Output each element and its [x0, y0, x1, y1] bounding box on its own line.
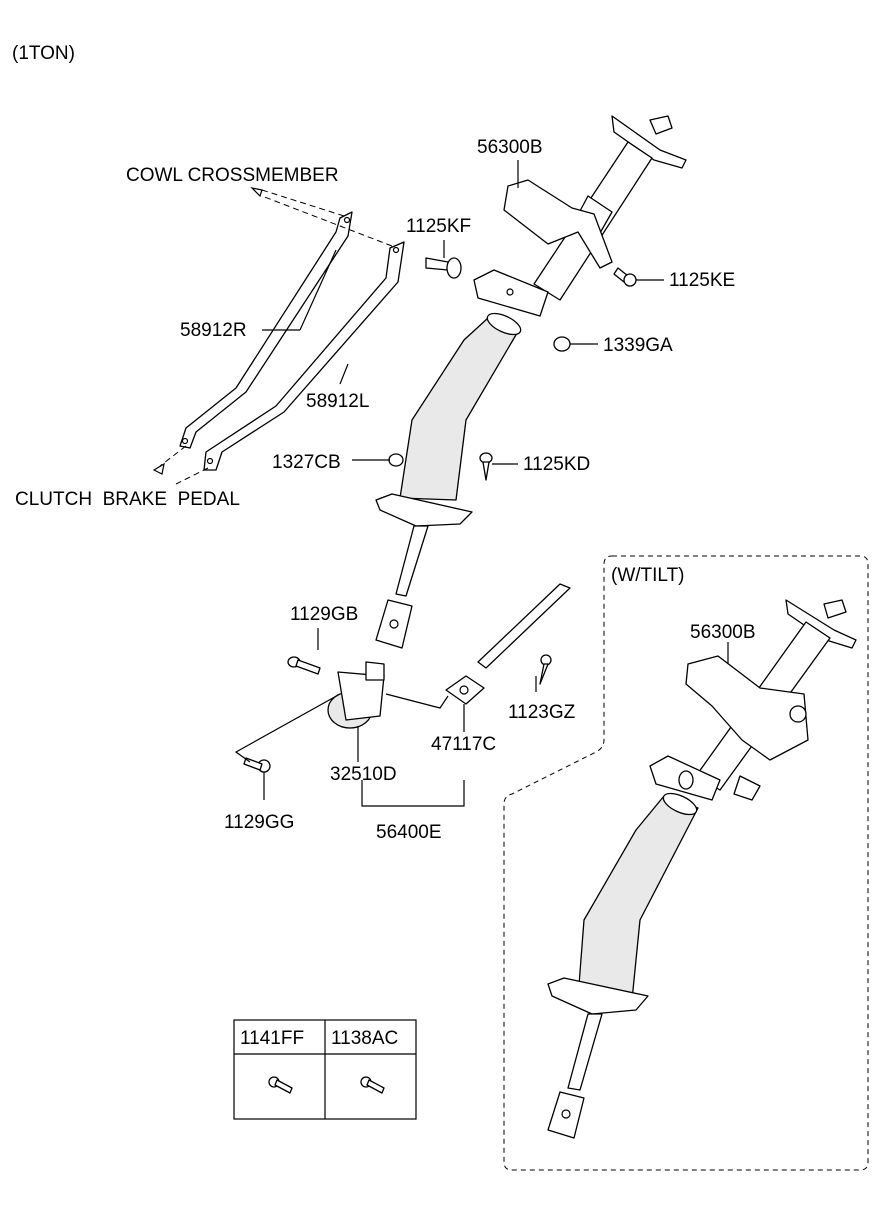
- tilt-inset-border: [503, 555, 869, 1171]
- part-58912L-label: 58912L: [306, 391, 369, 412]
- bolt-1129GB: [287, 656, 321, 675]
- intermediate-shaft-drawing: [327, 583, 571, 729]
- part-58912R-label: 58912R: [180, 320, 247, 341]
- bracket-58912R-drawing: [179, 211, 353, 449]
- part-56400E-label: 56400E: [376, 822, 442, 843]
- leaders: [262, 160, 664, 807]
- 1129GG-dashed-lead: [234, 693, 341, 763]
- bracket-58912L-drawing: [203, 241, 405, 471]
- part-1327CB-label: 1327CB: [272, 452, 341, 473]
- part-1339GA-label: 1339GA: [603, 335, 673, 356]
- part-1129GG-label: 1129GG: [224, 812, 294, 833]
- part-1129GB-label: 1129GB: [290, 604, 358, 625]
- clutch-brake-pedal-label: CLUTCH BRAKE PEDAL: [15, 489, 240, 510]
- bolt-1125KE: [613, 267, 637, 287]
- cowl-arrow: [250, 187, 263, 198]
- part-56300B-label: 56300B: [477, 137, 543, 158]
- nut-1327CB: [388, 453, 404, 467]
- cowl-leader-lines: [261, 189, 393, 247]
- tilt-label: (W/TILT): [611, 565, 685, 586]
- part-1125KF-label: 1125KF: [406, 216, 471, 237]
- pedal-leader-lines: [159, 445, 209, 485]
- part-32510D-label: 32510D: [330, 764, 397, 785]
- cowl-crossmember-label: COWL CROSSMEMBER: [126, 165, 339, 186]
- variant-label: (1TON): [12, 43, 75, 64]
- tilt-part-56300B-label: 56300B: [690, 622, 756, 643]
- bolt-1123GZ: [539, 654, 552, 685]
- table-header-1138AC: 1138AC: [331, 1028, 398, 1049]
- nut-1339GA: [553, 336, 571, 352]
- tilt-column-drawing: [547, 599, 857, 1139]
- bolt-1138AC-icon: [360, 1076, 385, 1094]
- pedal-arrow: [152, 462, 165, 475]
- bolt-1125KF: [425, 257, 462, 279]
- fastener-table: [233, 1019, 417, 1120]
- part-47117C-label: 47117C: [431, 734, 496, 755]
- steering-column-drawing: [375, 115, 687, 649]
- bolt-1141FF-icon: [268, 1076, 293, 1094]
- part-1125KD-label: 1125KD: [523, 454, 590, 475]
- bolt-1125KD: [479, 452, 493, 481]
- part-1125KE-label: 1125KE: [669, 270, 735, 291]
- part-1123GZ-label: 1123GZ: [508, 702, 576, 723]
- table-header-1141FF: 1141FF: [240, 1028, 304, 1049]
